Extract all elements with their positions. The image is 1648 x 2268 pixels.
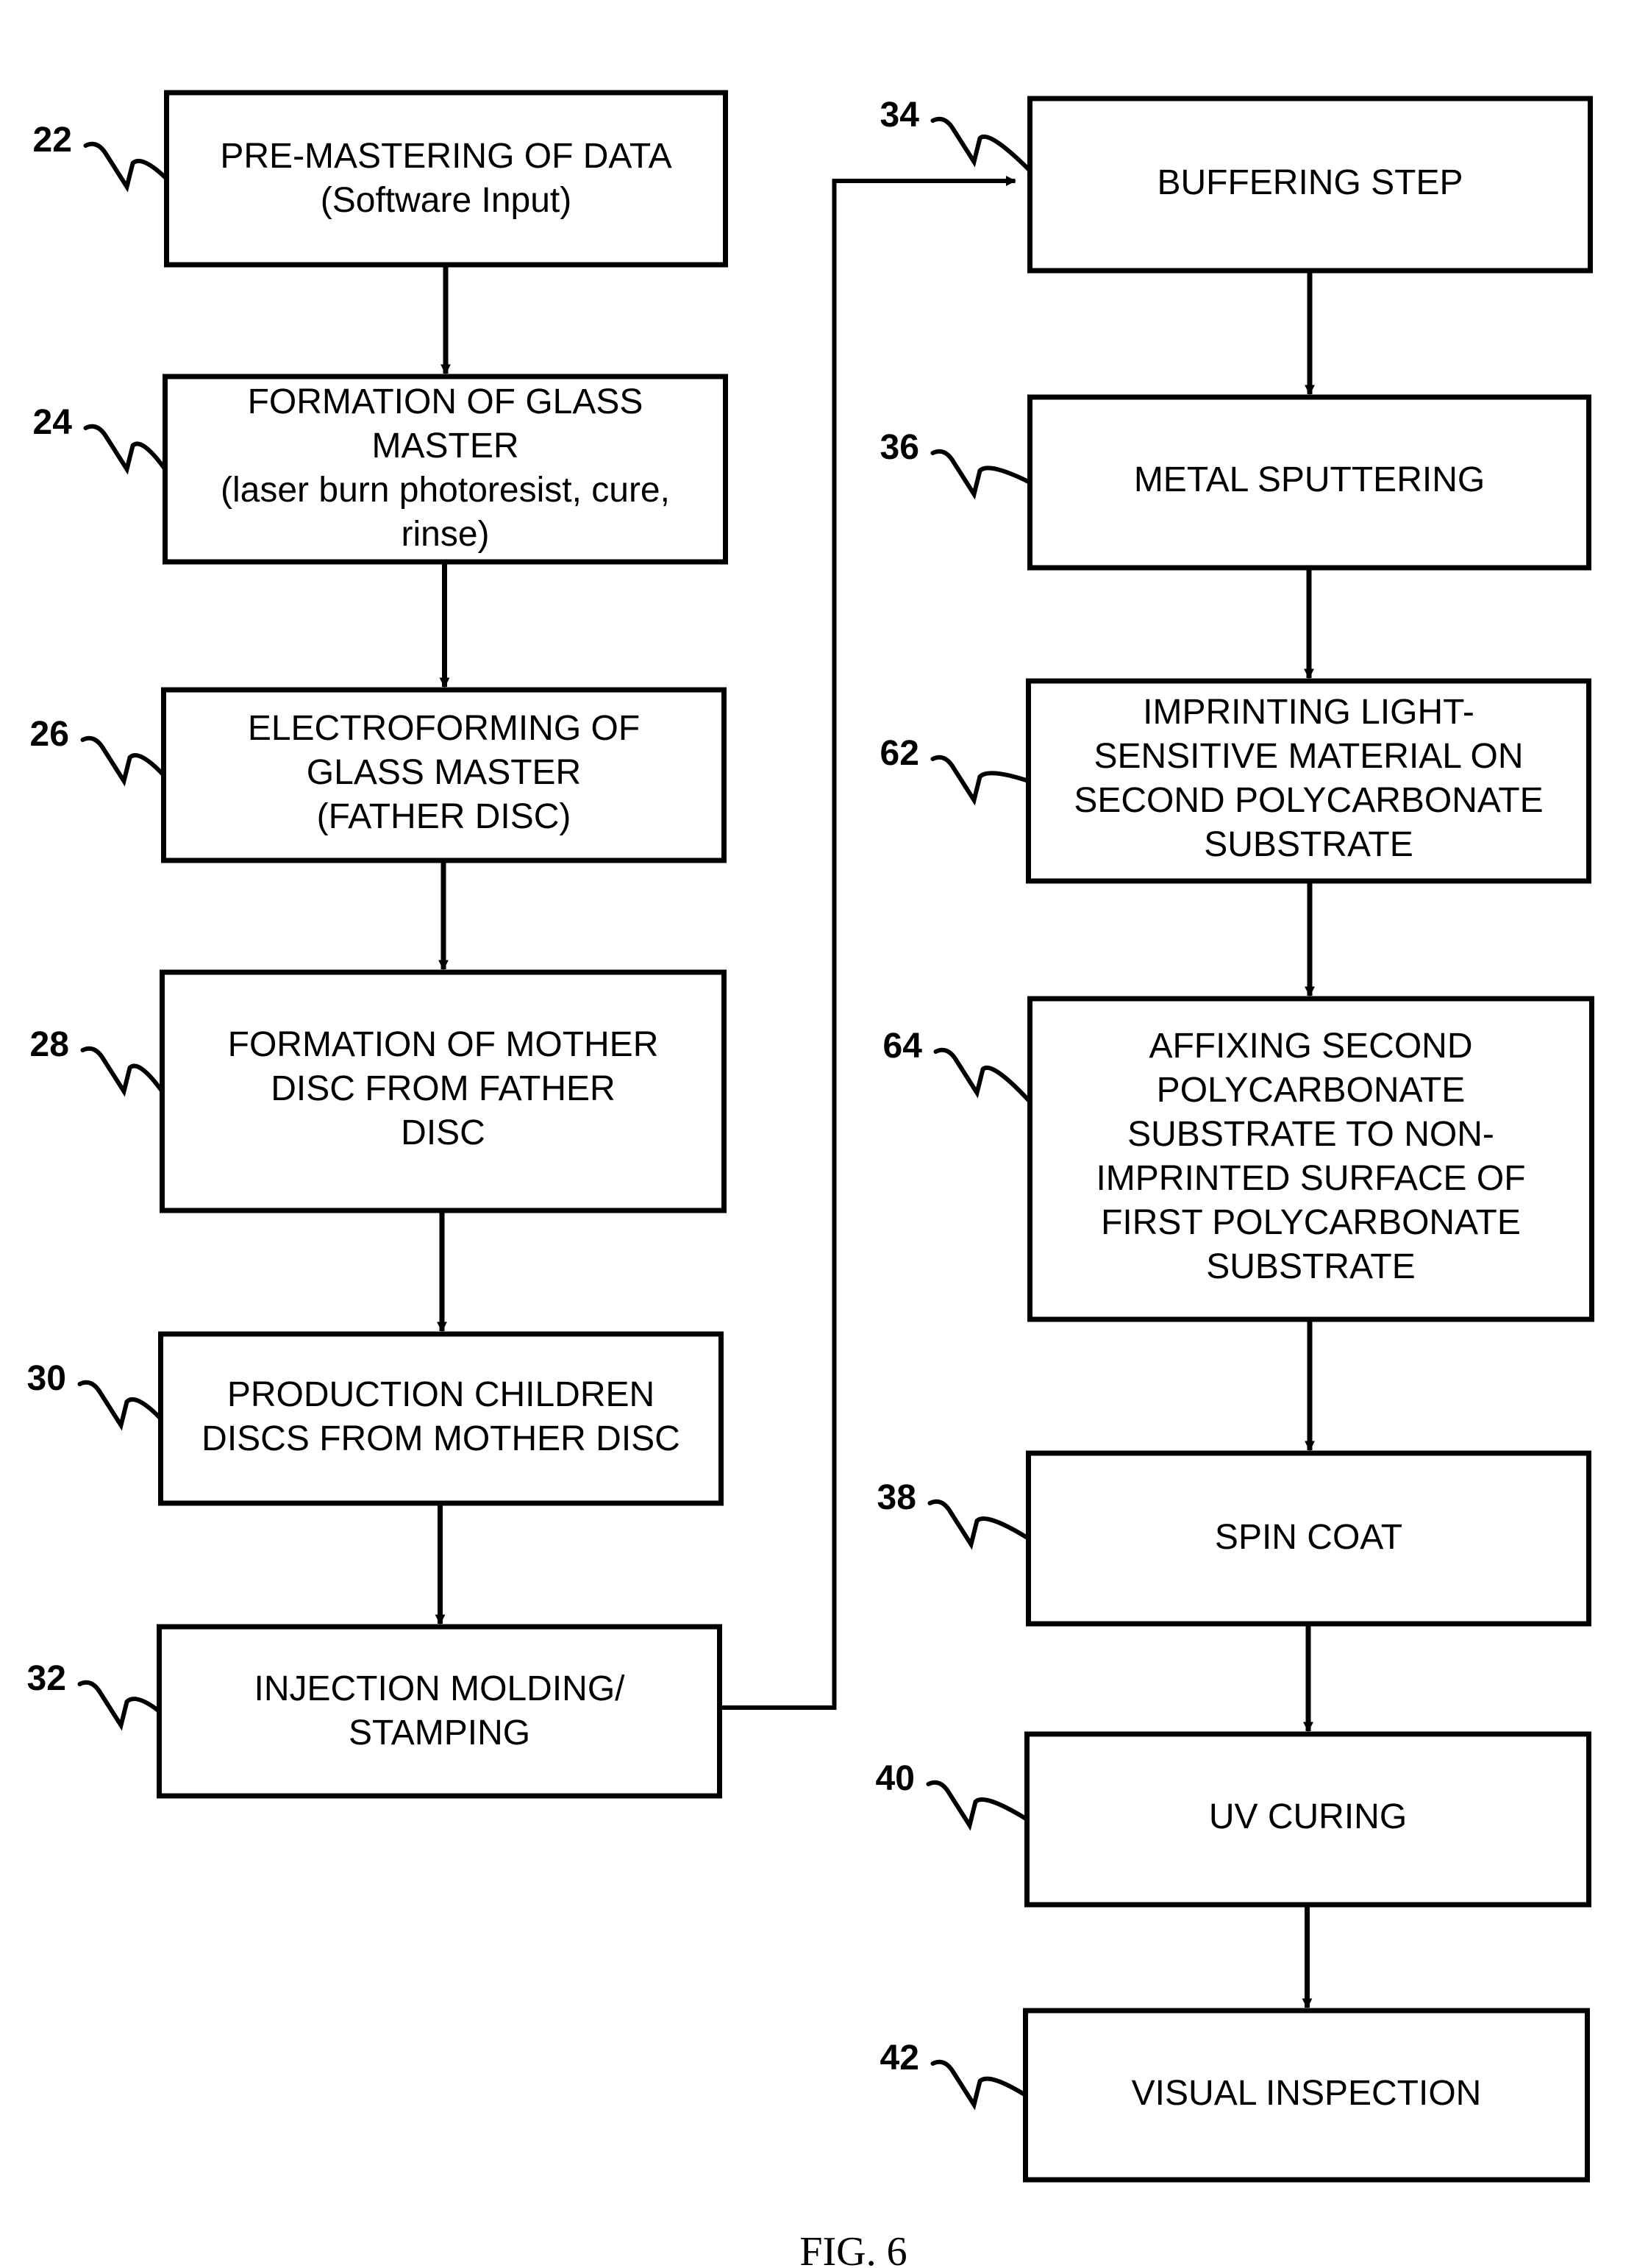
- leader-line: [86, 144, 167, 187]
- leader-line: [80, 1683, 160, 1725]
- step-text-line: DISCS FROM MOTHER DISC: [201, 1419, 680, 1458]
- process-steps: PRE-MASTERING OF DATA (Software Input) 22F…: [27, 93, 1592, 2180]
- step-text-line: INJECTION MOLDING/: [254, 1669, 625, 1708]
- reference-numeral: 42: [880, 2039, 919, 2078]
- step-text-line: FORMATION OF GLASS: [248, 382, 643, 421]
- step-text-line: SPIN COAT: [1215, 1518, 1402, 1557]
- step-text-line: VISUAL INSPECTION: [1132, 2074, 1482, 2113]
- step-text-line: METAL SPUTTERING: [1134, 460, 1485, 499]
- step-box: [161, 1334, 721, 1503]
- leader-line: [936, 1050, 1030, 1102]
- leader-line: [83, 738, 164, 781]
- connector-32-to-34: [720, 181, 1016, 1708]
- leader-line: [933, 119, 1030, 171]
- step-text-line: SENSITIVE MATERIAL ON: [1094, 737, 1523, 776]
- reference-numeral: 30: [27, 1359, 66, 1398]
- leader-line: [933, 2062, 1026, 2105]
- reference-numeral: 64: [883, 1027, 923, 1066]
- step-40: UV CURING 40: [876, 1734, 1589, 1905]
- step-text-line: BUFFERING STEP: [1157, 163, 1463, 202]
- step-text-line: ELECTROFORMING OF: [248, 709, 640, 748]
- step-62: IMPRINTING LIGHT- SENSITIVE MATERIAL ON SE…: [880, 681, 1589, 881]
- step-text-line: POLYCARBONATE: [1157, 1071, 1466, 1110]
- step-text-line: SECOND POLYCARBONATE: [1074, 781, 1543, 820]
- step-box: [160, 1627, 720, 1796]
- step-text-line: FIRST POLYCARBONATE: [1101, 1203, 1521, 1242]
- step-28: FORMATION OF MOTHER DISC FROM FATHER DISC 2…: [30, 972, 724, 1210]
- leader-line: [933, 452, 1030, 494]
- reference-numeral: 32: [27, 1659, 66, 1698]
- reference-numeral: 34: [880, 96, 920, 135]
- step-32: INJECTION MOLDING/STAMPING 32: [27, 1627, 720, 1796]
- step-26: ELECTROFORMING OF GLASS MASTER (FATHER DIS…: [30, 690, 724, 860]
- figure-label: FIG. 6: [799, 2229, 907, 2268]
- reference-numeral: 36: [880, 428, 919, 467]
- step-64: AFFIXING SECOND POLYCARBONATE SUBSTRATE TO…: [883, 999, 1592, 1319]
- reference-numeral: 28: [30, 1025, 69, 1064]
- step-30: PRODUCTION CHILDREN DISCS FROM MOTHER DIS…: [27, 1334, 721, 1503]
- step-22: PRE-MASTERING OF DATA (Software Input) 22: [33, 93, 726, 265]
- step-box: [167, 93, 726, 265]
- leader-line: [83, 1049, 163, 1091]
- step-text-line: PRODUCTION CHILDREN: [227, 1375, 654, 1414]
- step-text-line: (Software Input): [321, 181, 571, 220]
- step-24: FORMATION OF GLASS MASTER (laser burn phot…: [33, 377, 726, 562]
- step-text-line: DISC: [401, 1113, 485, 1152]
- step-text-line: IMPRINTED SURFACE OF: [1096, 1159, 1525, 1198]
- step-text-line: (laser burn photoresist, cure,: [221, 471, 670, 510]
- step-text-line: AFFIXING SECOND: [1149, 1027, 1472, 1066]
- step-text-line: (FATHER DISC): [317, 797, 571, 836]
- step-text-line: rinse): [401, 515, 489, 554]
- step-38: SPIN COAT 38: [877, 1453, 1589, 1624]
- leader-line: [930, 1502, 1029, 1544]
- step-text-line: SUBSTRATE TO NON-: [1127, 1115, 1494, 1154]
- step-text-line: SUBSTRATE: [1206, 1247, 1415, 1286]
- leader-line: [80, 1383, 161, 1425]
- step-text-line: DISC FROM FATHER: [271, 1069, 615, 1108]
- leader-line: [86, 427, 165, 469]
- step-text-line: UV CURING: [1209, 1797, 1407, 1836]
- step-42: VISUAL INSPECTION 42: [880, 2011, 1588, 2180]
- reference-numeral: 62: [880, 734, 919, 773]
- reference-numeral: 40: [876, 1759, 915, 1798]
- step-text-line: STAMPING: [349, 1714, 530, 1752]
- leader-line: [929, 1783, 1027, 1825]
- reference-numeral: 38: [877, 1478, 916, 1517]
- reference-numeral: 26: [30, 715, 69, 754]
- step-text-line: PRE-MASTERING OF DATA: [220, 137, 671, 176]
- step-text-line: FORMATION OF MOTHER: [228, 1025, 659, 1064]
- step-text-line: MASTER: [371, 427, 518, 466]
- step-36: METAL SPUTTERING 36: [880, 397, 1589, 568]
- leader-line: [933, 757, 1029, 800]
- step-text-line: SUBSTRATE: [1204, 825, 1413, 864]
- step-text-line: IMPRINTING LIGHT-: [1143, 693, 1474, 732]
- reference-numeral: 24: [33, 403, 73, 442]
- step-text-line: GLASS MASTER: [307, 753, 581, 792]
- reference-numeral: 22: [33, 121, 72, 160]
